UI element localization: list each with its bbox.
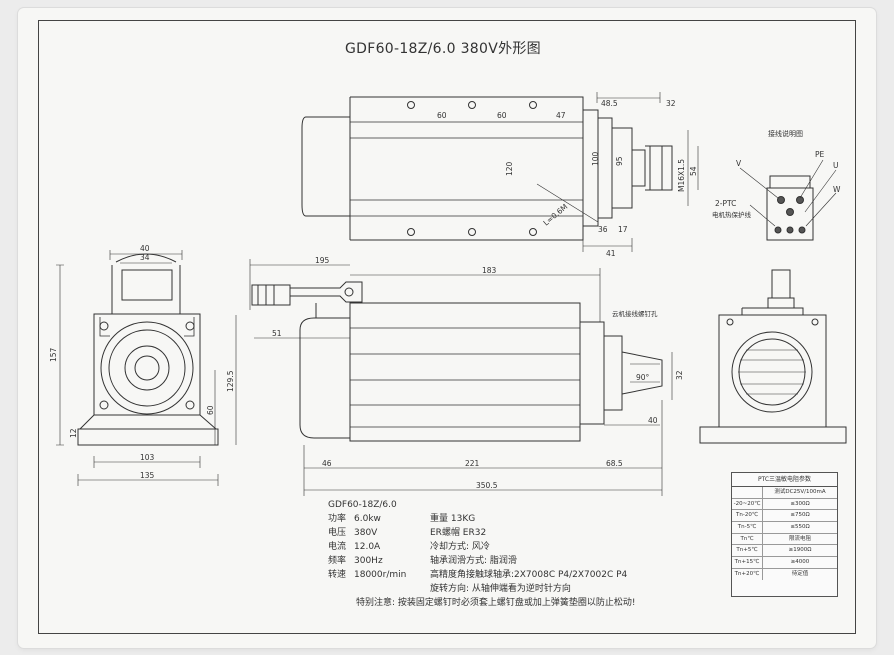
top-view [301, 92, 699, 252]
spec-current-label: 电流 [328, 542, 347, 552]
drawing-title: GDF60-18Z/6.0 380V外形图 [345, 41, 541, 57]
wiring-title: 接线说明图 [768, 129, 803, 138]
ptc-cell: ≤550Ω [790, 524, 810, 531]
wiring-label-pe: PE [815, 150, 825, 159]
table-row: Tn-5℃ ≤550Ω [732, 522, 837, 534]
dim-side-68-5: 68.5 [606, 459, 623, 468]
ptc-cell: ≥4000 [790, 559, 810, 566]
wiring-label-ptc: 2-PTC [715, 199, 736, 208]
table-row: Tn+15℃ ≥4000 [732, 557, 837, 569]
wiring-label-u: U [833, 161, 839, 170]
spec-voltage: 380V [354, 528, 378, 538]
dim-front-12: 12 [69, 428, 78, 438]
dim-front-129-5: 129.5 [226, 370, 235, 392]
table-row: Tn℃ 限流电阻 [732, 533, 837, 546]
dim-front-60: 60 [206, 405, 215, 415]
dim-top-47: 47 [556, 111, 566, 120]
dim-top-36: 36 [598, 225, 608, 234]
spec-model: GDF60-18Z/6.0 [328, 500, 397, 510]
ptc-cell: Tn+20℃ [732, 568, 763, 580]
dim-wrench: 32 [666, 99, 676, 108]
table-row: Tn+5℃ ≥1900Ω [732, 545, 837, 558]
spec-weight: 重量 13KG [430, 514, 476, 524]
side-view [249, 259, 673, 496]
spec-rotation: 旋转方向: 从轴伸端看为逆时针方向 [430, 584, 571, 594]
spec-voltage-label: 电压 [328, 528, 347, 538]
spec-speed-label: 转速 [328, 570, 347, 580]
ptc-table-title: PTC三温敏电阻参数 [732, 473, 837, 487]
dim-top-cable: L=0.6M [542, 202, 570, 227]
ptc-cell: Tn+5℃ [732, 545, 763, 557]
dim-side-183: 183 [482, 266, 497, 275]
table-row: Tn+20℃ 待定值 [732, 568, 837, 580]
dim-side-32: 32 [675, 370, 684, 380]
spec-lubrication: 轴承润滑方式: 脂润滑 [430, 556, 517, 566]
dim-side-51: 51 [272, 329, 282, 338]
dim-side-46: 46 [322, 459, 332, 468]
front-view [56, 250, 237, 486]
spec-speed: 18000r/min [354, 570, 407, 580]
drawing-frame [38, 20, 856, 634]
ptc-cell: ≤300Ω [790, 500, 810, 507]
table-row: -20~20℃ ≤300Ω [732, 498, 837, 511]
dim-side-221: 221 [465, 459, 480, 468]
wiring-label-v: V [736, 159, 742, 168]
wiring-label-w: W [833, 185, 841, 194]
table-row: Tn-20℃ ≤750Ω [732, 510, 837, 523]
ptc-cell: -20~20℃ [732, 498, 763, 510]
ptc-cell: Tn+15℃ [732, 557, 763, 568]
dim-front-103: 103 [140, 453, 155, 462]
ptc-cell: ≥1900Ω [788, 547, 812, 554]
dim-top-95: 95 [615, 156, 624, 166]
side-view-note: 云机接线螺钉孔 [612, 309, 658, 318]
spec-collet: ER螺帽 ER32 [430, 528, 487, 538]
wiring-diagram [739, 159, 837, 241]
dim-front-157: 157 [49, 347, 58, 362]
dim-top-100: 100 [591, 151, 600, 166]
dim-top-48-5: 48.5 [601, 99, 618, 108]
dim-top-120: 120 [505, 161, 514, 176]
dim-side-195: 195 [315, 256, 330, 265]
wiring-note: 电机热保护线 [712, 210, 752, 219]
dim-top-17: 17 [618, 225, 628, 234]
ptc-cell: Tn-5℃ [732, 522, 763, 533]
ptc-cell: 限流电阻 [788, 535, 811, 542]
spec-freq: 300Hz [354, 556, 383, 566]
dim-side-angle: 90° [636, 373, 650, 382]
ptc-header-cell-1 [732, 487, 763, 498]
spec-power: 6.0kw [354, 514, 381, 524]
dim-top-60b: 60 [497, 111, 507, 120]
spec-cooling: 冷却方式: 风冷 [430, 542, 490, 552]
dim-side-40: 40 [648, 416, 658, 425]
ptc-header-cell-2: 测试DC25V/100mA [774, 489, 826, 495]
dim-side-350-5: 350.5 [476, 481, 498, 490]
dim-top-m16: M16X1.5 [677, 159, 686, 192]
spec-power-label: 功率 [328, 514, 347, 524]
spec-note: 特别注意: 按装固定螺钉时必须套上螺钉盘或加上弹簧垫圈以防止松动! [356, 598, 636, 608]
ptc-table: PTC三温敏电阻参数 测试DC25V/100mA -20~20℃ ≤300Ω Tn… [731, 472, 838, 597]
ptc-table-header: 测试DC25V/100mA [732, 487, 837, 499]
spec-freq-label: 频率 [328, 556, 347, 566]
ptc-cell: Tn-20℃ [732, 510, 763, 522]
dim-top-41: 41 [606, 249, 616, 258]
dim-front-40: 40 [140, 244, 150, 253]
ptc-cell: ≤750Ω [790, 512, 810, 519]
end-view [699, 269, 847, 444]
spec-bearing: 高精度角接触球轴承:2X7008C P4/2X7002C P4 [430, 570, 628, 580]
dim-top-60a: 60 [437, 111, 447, 120]
dim-front-34: 34 [140, 253, 150, 262]
dim-front-135: 135 [140, 471, 155, 480]
ptc-cell: Tn℃ [732, 533, 763, 545]
dim-top-54: 54 [689, 166, 698, 176]
ptc-cell: 待定值 [791, 570, 809, 577]
spec-current: 12.0A [354, 542, 381, 552]
